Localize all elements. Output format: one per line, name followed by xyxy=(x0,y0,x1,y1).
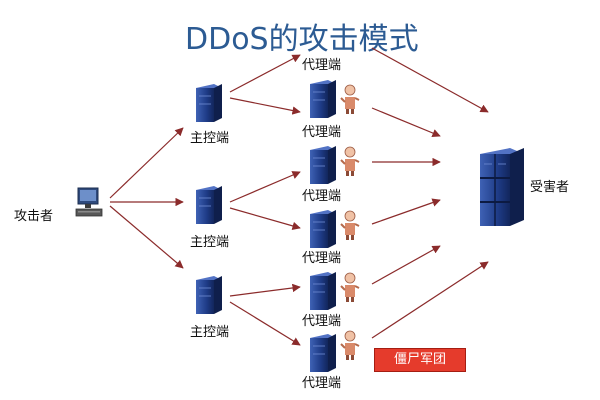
master-server-icon xyxy=(196,84,222,122)
arrow-attacker-master-1 xyxy=(109,127,184,199)
master-label: 主控端 xyxy=(190,325,230,340)
victim-label: 受害者 xyxy=(530,180,570,195)
agent-label: 代理端 xyxy=(302,376,342,391)
agent-label: 代理端 xyxy=(302,314,342,329)
agent-server-icon xyxy=(310,334,336,372)
agent-label: 代理端 xyxy=(302,251,342,266)
master-server-icon xyxy=(196,276,222,314)
arrow-attacker-master-3 xyxy=(109,205,184,269)
arrow-master1-agent2 xyxy=(229,97,301,115)
agent-server-icon xyxy=(310,146,336,184)
zombie-figure-icon xyxy=(340,146,360,176)
zombie-figure-icon xyxy=(340,272,360,302)
diagram-title: DDoS的攻击模式 xyxy=(185,22,419,57)
arrow-master3-agent6 xyxy=(229,301,301,346)
arrows-agents-to-victim xyxy=(371,47,489,339)
master-label: 主控端 xyxy=(190,235,230,250)
arrows-attacker-to-masters xyxy=(109,127,184,269)
arrow-agent5-victim xyxy=(371,245,441,285)
agent-label: 代理端 xyxy=(302,58,342,73)
zombie-figure-icon xyxy=(340,84,360,114)
arrow-agent4-victim xyxy=(371,198,441,225)
arrow-agent2-victim xyxy=(371,107,441,138)
master-server-icon xyxy=(196,186,222,224)
arrow-master1-agent1 xyxy=(229,54,301,93)
victim-server-icon xyxy=(480,148,524,226)
attacker-label: 攻击者 xyxy=(14,209,54,224)
arrow-master2-agent3 xyxy=(229,171,301,203)
arrow-master3-agent5 xyxy=(229,283,301,297)
arrow-master2-agent4 xyxy=(229,207,301,230)
arrow-agent6-victim xyxy=(371,261,489,339)
agent-server-icon xyxy=(310,272,336,310)
agent-label: 代理端 xyxy=(302,125,342,140)
agent-label: 代理端 xyxy=(302,189,342,204)
zombie-army-badge: 僵尸军团 xyxy=(374,348,466,372)
arrow-agent1-victim xyxy=(371,47,489,113)
agent-server-icon xyxy=(310,80,336,118)
agent-server-icon xyxy=(310,210,336,248)
arrows-masters-to-agents xyxy=(229,54,301,346)
master-label: 主控端 xyxy=(190,131,230,146)
zombie-figure-icon xyxy=(340,210,360,240)
zombie-figure-icon xyxy=(340,330,360,360)
attacker-computer-icon xyxy=(75,187,103,217)
